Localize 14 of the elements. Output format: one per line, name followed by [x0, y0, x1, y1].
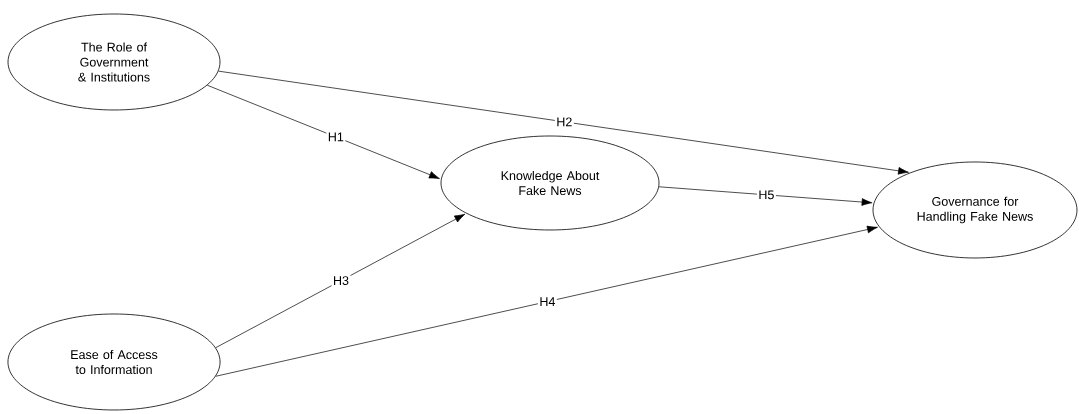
arrow — [215, 213, 466, 349]
edge-label: H1 — [326, 131, 346, 143]
edge-label: H5 — [756, 189, 776, 201]
arrow — [215, 225, 878, 377]
arrow — [206, 84, 440, 179]
ellipse-node: The Role of Government & Institutions — [7, 13, 221, 111]
edge-label: H3 — [331, 274, 351, 287]
arrow — [658, 186, 873, 206]
edge-label: H2 — [554, 115, 574, 128]
ellipse-node: Governance for Handling Fake News — [872, 161, 1078, 259]
arrow — [218, 70, 909, 175]
ellipse-node: Ease of Access to Information — [7, 313, 221, 411]
ellipse-node: Knowledge About Fake News — [440, 135, 660, 231]
edge-label: H4 — [537, 295, 557, 308]
